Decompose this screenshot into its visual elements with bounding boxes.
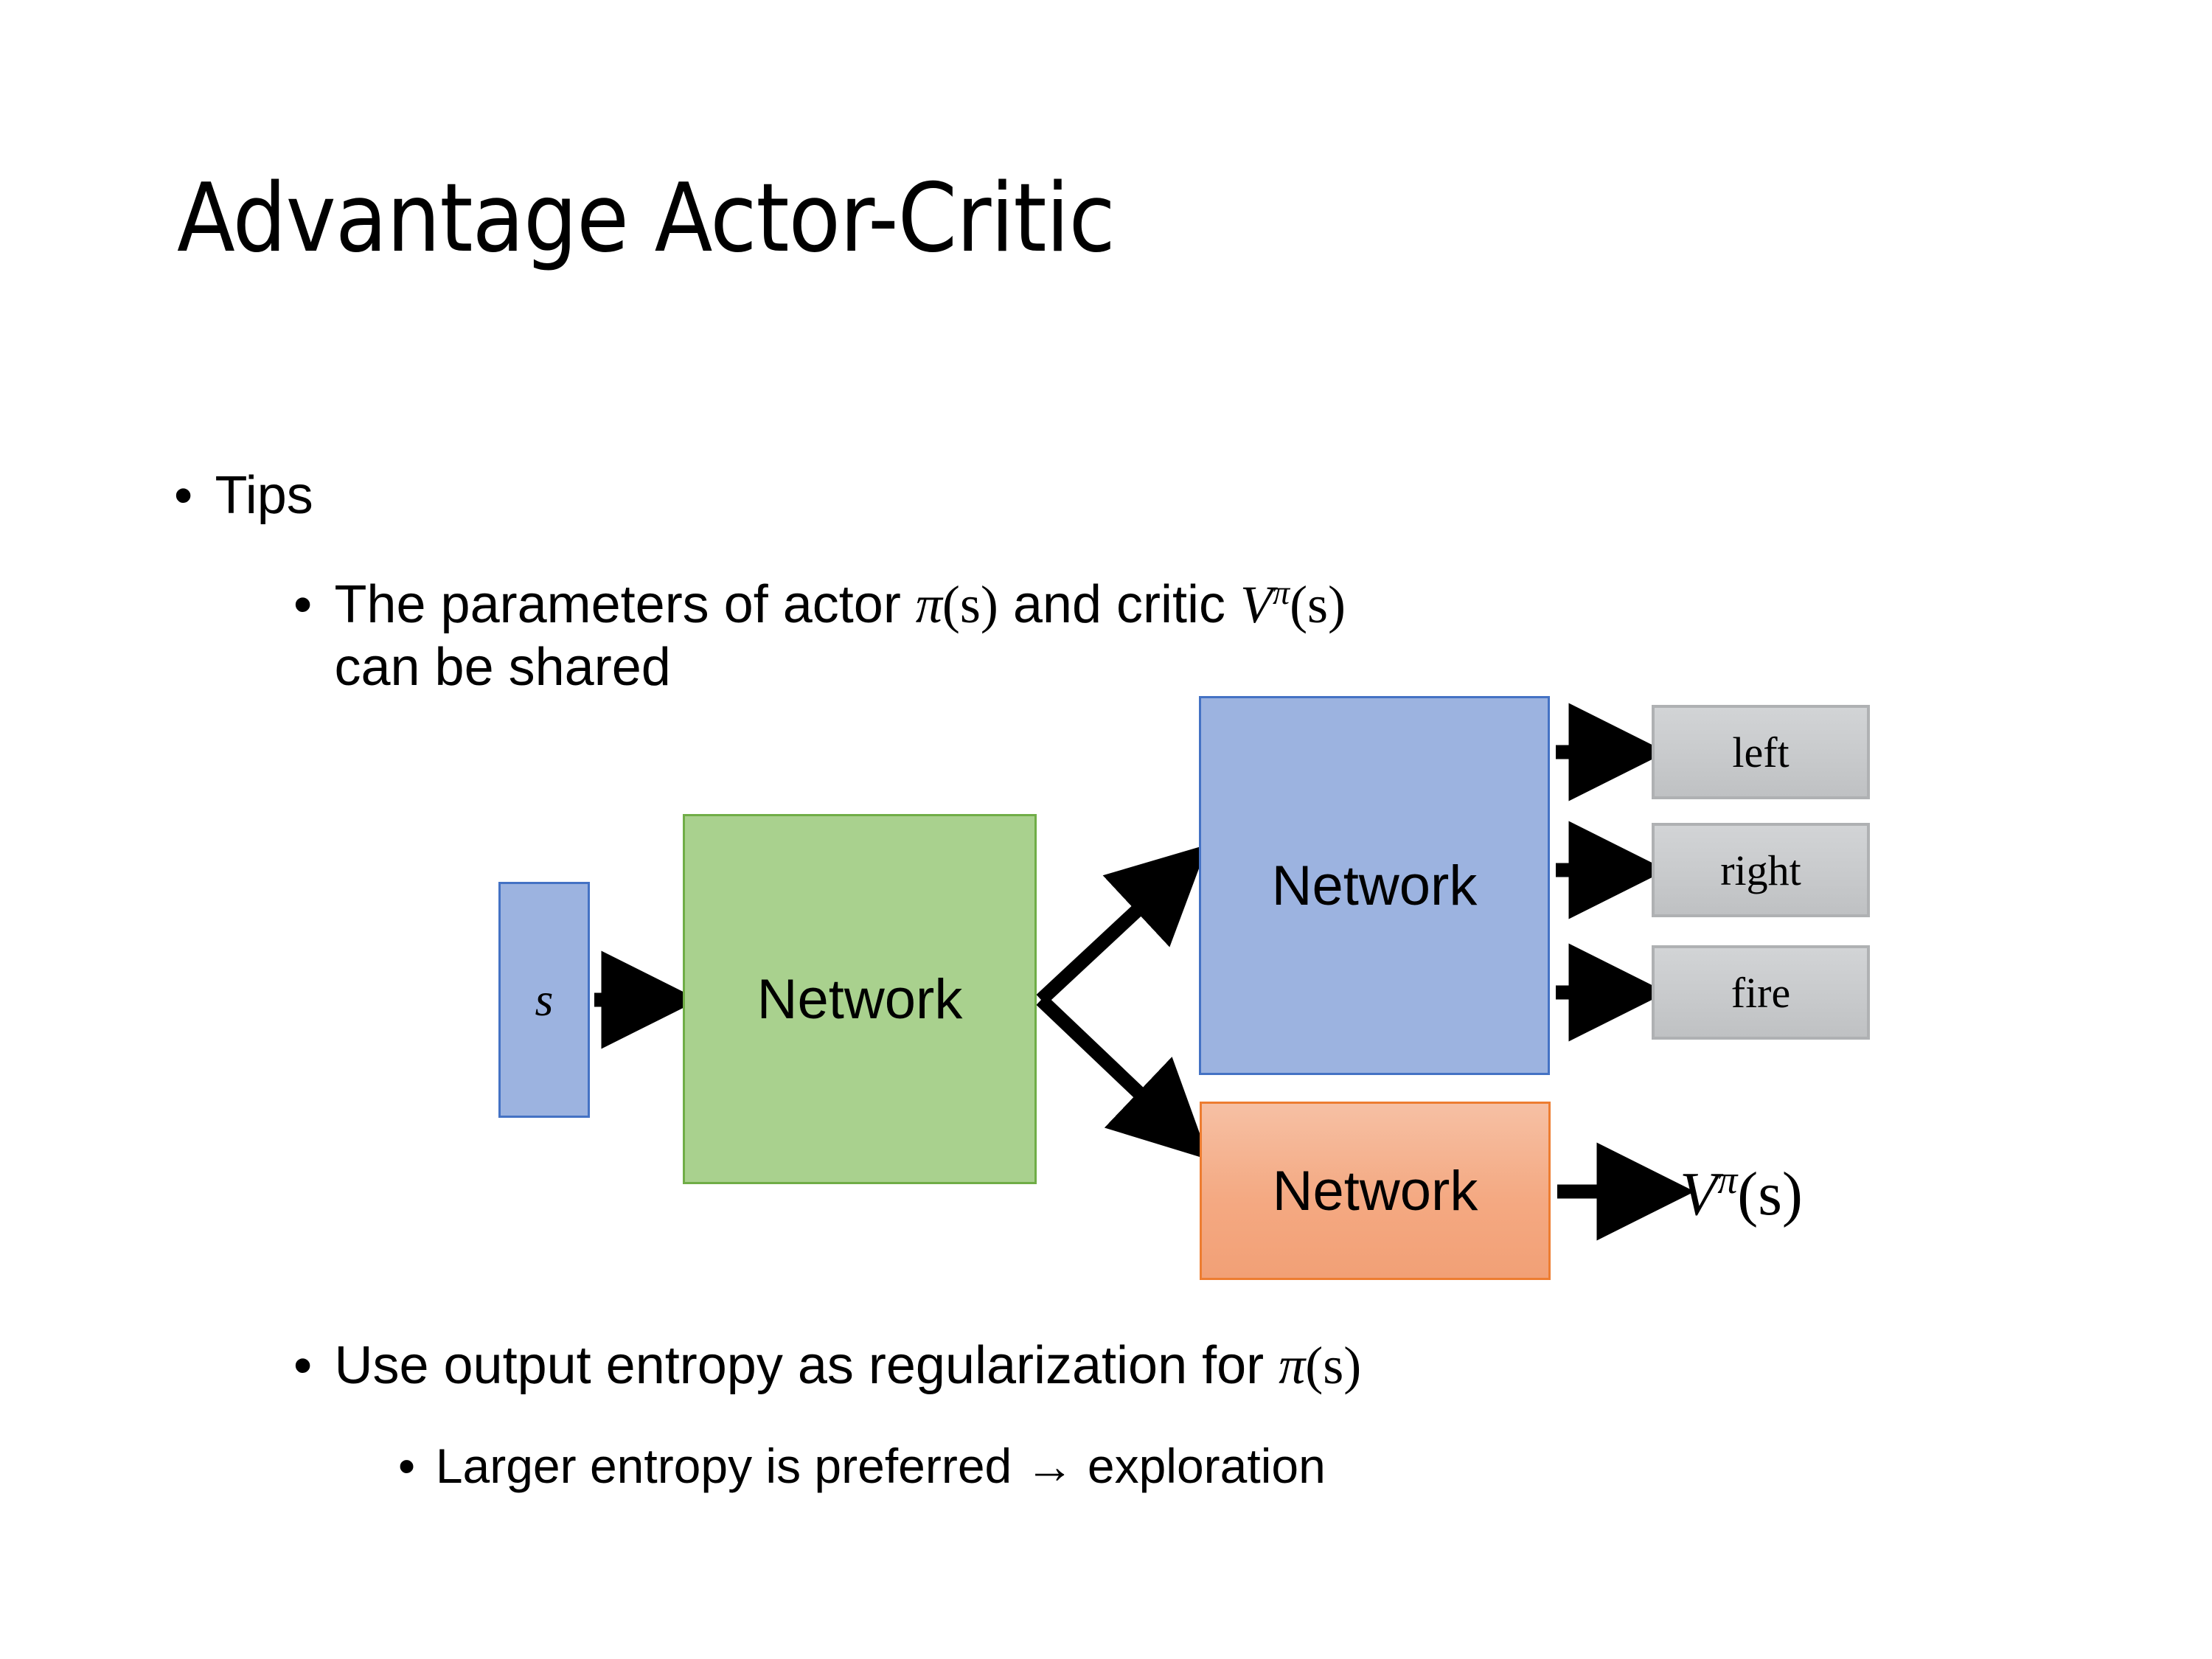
bullet-entropy-text: Use output entropy as regularization for… [334,1335,2063,1397]
critic-network-box[interactable]: Network [1200,1102,1551,1280]
bullet-tips: • Tips [174,465,313,527]
action-output-right-label: right [1720,846,1801,894]
bullet-marker-icon: • [293,575,313,634]
entropy-pi-symbol: π [1279,1336,1306,1395]
bullet-tips-label: Tips [215,466,313,525]
value-pi-superscript: π [1717,1158,1738,1202]
bullet-shared-parameters-text: The parameters of actor π(s) and critic … [334,574,2011,699]
action-output-fire[interactable]: fire [1652,945,1870,1040]
shared-network-box[interactable]: Network [683,814,1037,1184]
bullet-marker-icon: • [398,1439,416,1493]
params-prefix: The parameters of actor [334,575,916,634]
actor-pi-symbol: π [915,575,942,634]
critic-arg: (s) [1290,575,1346,634]
action-output-right[interactable]: right [1652,823,1870,917]
actor-arg: (s) [942,575,998,634]
entropy-arg: (s) [1305,1336,1362,1395]
arrow-shared-to-actor [1036,844,1208,1005]
page-title: Advantage Actor-Critic [177,164,1116,274]
action-output-left[interactable]: left [1652,705,1870,799]
value-v-symbol: V [1680,1160,1718,1228]
critic-v-symbol: V [1239,575,1273,634]
arrow-shared-to-critic [1036,995,1210,1160]
actor-network-label: Network [1271,854,1478,917]
state-symbol: s [535,973,554,1026]
value-arg: (s) [1737,1160,1803,1228]
bullet-marker-icon: • [174,466,193,525]
bullet-larger-entropy-label: Larger entropy is preferred → exploratio… [435,1439,1326,1493]
critic-network-label: Network [1272,1159,1478,1222]
action-output-left-label: left [1732,728,1790,776]
actor-network-box[interactable]: Network [1199,696,1550,1075]
bullet-marker-icon: • [293,1336,313,1395]
critic-pi-superscript: π [1272,574,1290,611]
entropy-prefix: Use output entropy as regularization for [334,1336,1279,1395]
action-output-fire-label: fire [1731,968,1791,1017]
params-middle: and critic [998,575,1240,634]
bullet-larger-entropy: • Larger entropy is preferred → explorat… [398,1438,2094,1495]
state-input-box[interactable]: s [498,882,590,1118]
value-function-output: Vπ(s) [1680,1158,1803,1230]
bullet-entropy-regularization: • Use output entropy as regularization f… [293,1335,2063,1397]
bullet-shared-parameters: • The parameters of actor π(s) and criti… [293,574,2011,699]
params-suffix: can be shared [334,637,671,697]
shared-network-label: Network [757,967,963,1031]
